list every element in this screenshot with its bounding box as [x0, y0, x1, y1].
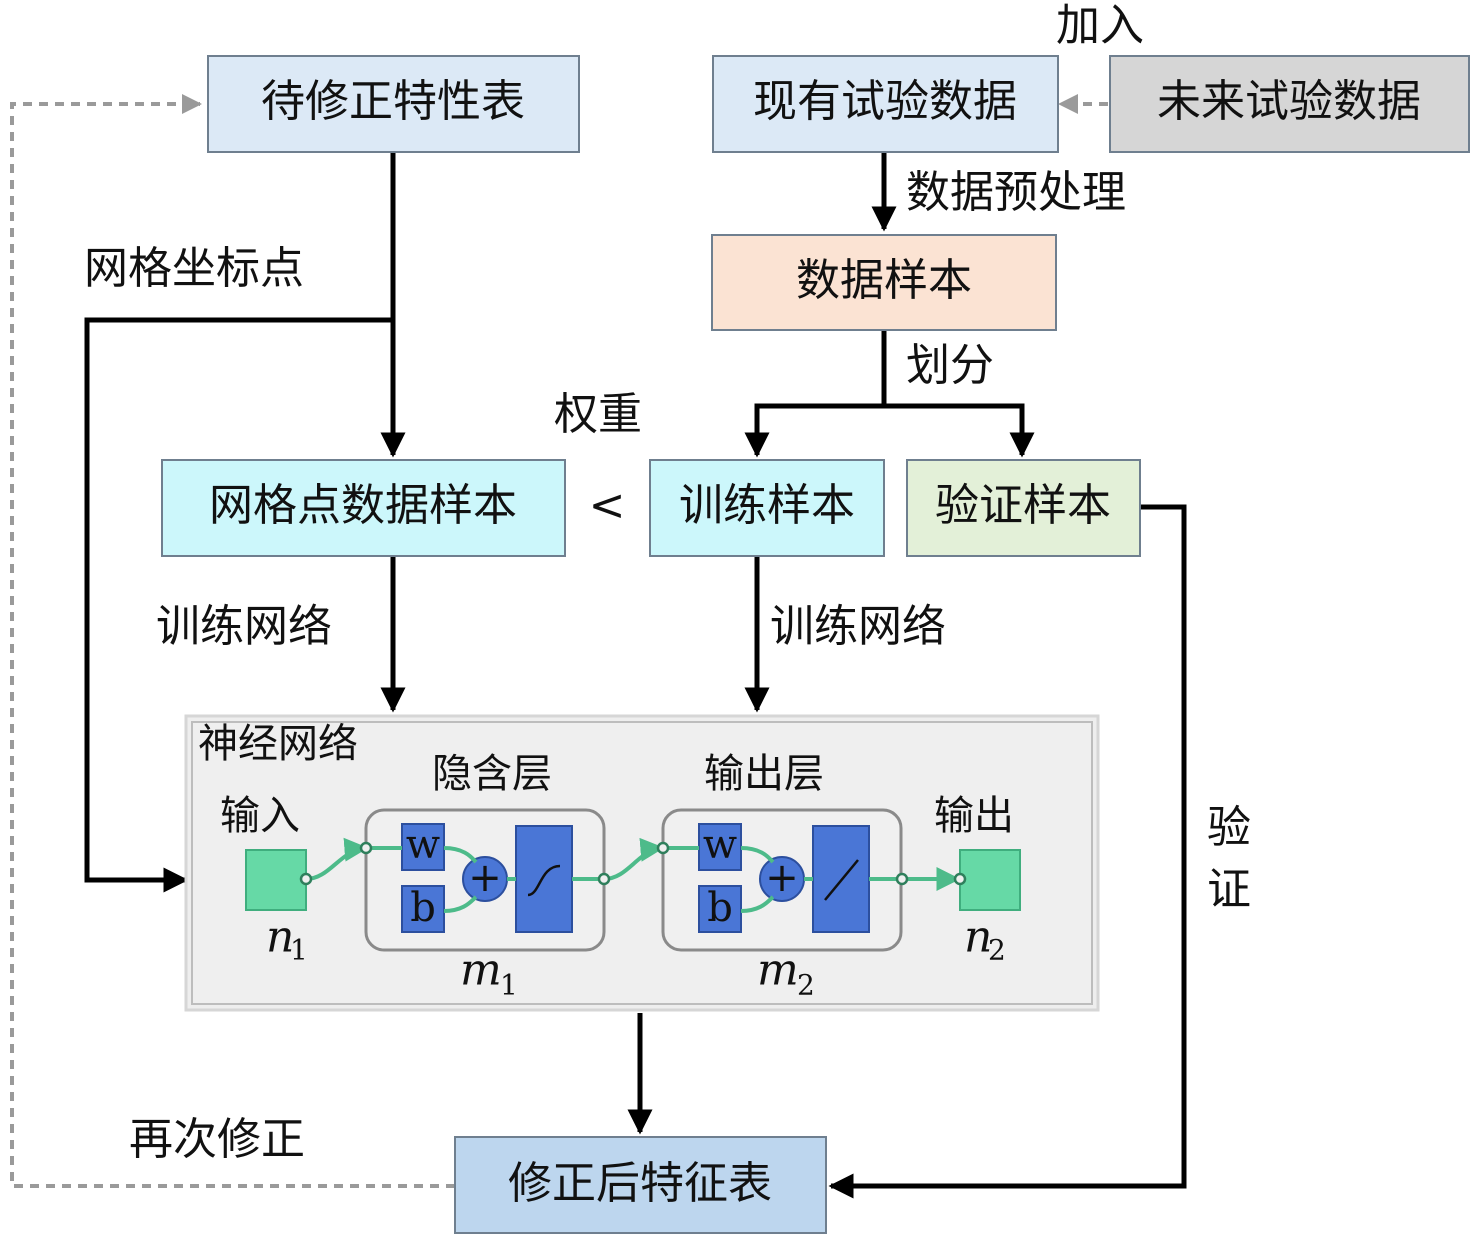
label-preprocess: 数据预处理: [906, 167, 1126, 218]
nn-label-m2: m 2: [757, 945, 815, 1002]
label-train-network-left: 训练网络: [156, 601, 332, 652]
svg-text:数据样本: 数据样本: [796, 255, 972, 306]
nn-output-node: [959, 849, 1021, 911]
arrow-split-to-validation: [884, 403, 1035, 458]
neural-network-panel: 神经网络 输入 隐含层 输出层 输出 w b + w b +: [184, 714, 1100, 1012]
svg-text:b: b: [410, 885, 436, 931]
nn-label-n1: n 1: [266, 912, 308, 967]
nn-connection-dots: [299, 841, 967, 886]
svg-text:n: n: [964, 912, 992, 963]
svg-text:1: 1: [290, 934, 308, 967]
label-recorrect: 再次修正: [129, 1114, 305, 1165]
box-existing-data: 现有试验数据: [712, 55, 1059, 153]
svg-text:w: w: [703, 822, 737, 868]
nn-hidden-weight-block: [401, 823, 445, 871]
svg-text:m: m: [460, 945, 502, 996]
box-train-samples: 训练样本: [649, 459, 885, 557]
box-data-samples: 数据样本: [711, 234, 1057, 331]
nn-label-m1: m 1: [460, 945, 518, 1002]
svg-text:修正后特征表: 修正后特征表: [508, 1158, 772, 1209]
linear-line: [824, 859, 859, 901]
box-future-data: 未来试验数据: [1109, 55, 1470, 153]
label-weight: 权重: [554, 389, 642, 440]
label-verify-1: 验: [1207, 802, 1251, 853]
nn-hidden-activation-sigmoid: [515, 825, 573, 933]
arrow-split-to-train: [744, 403, 884, 458]
sigmoid-curve: [527, 864, 561, 897]
label-less-than: <: [589, 480, 626, 531]
svg-text:+: +: [468, 855, 502, 901]
nn-label-n2: n 2: [964, 912, 1006, 967]
nn-hidden-layer-label: 隐含层: [432, 751, 552, 797]
svg-text:2: 2: [988, 934, 1006, 967]
label-add: 加入: [1056, 0, 1144, 51]
svg-text:未来试验数据: 未来试验数据: [1157, 76, 1421, 127]
nn-output-bias-block: [698, 885, 742, 933]
box-grid-samples: 网格点数据样本: [161, 459, 566, 557]
svg-text:+: +: [765, 855, 799, 901]
label-grid-coords: 网格坐标点: [84, 243, 304, 294]
nn-title: 神经网络: [198, 721, 358, 767]
svg-text:验证样本: 验证样本: [935, 480, 1111, 531]
svg-text:b: b: [707, 885, 733, 931]
arrow-grid-coords-to-input: [84, 317, 393, 893]
nn-input-node: [245, 849, 307, 911]
svg-text:1: 1: [500, 969, 518, 1002]
svg-text:w: w: [406, 822, 440, 868]
label-verify-2: 证: [1207, 864, 1251, 915]
nn-output-layer-label: 输出层: [704, 751, 824, 797]
nn-input-label: 输入: [220, 793, 300, 839]
svg-text:网格点数据样本: 网格点数据样本: [209, 480, 517, 531]
svg-text:n: n: [266, 912, 294, 963]
arrow-recorrect-loop-dashed: [10, 94, 455, 1188]
label-divide: 划分: [906, 340, 994, 391]
nn-output-label: 输出: [934, 793, 1014, 839]
box-corrected-table: 修正后特征表: [454, 1136, 827, 1234]
svg-text:现有试验数据: 现有试验数据: [753, 76, 1017, 127]
box-validation-samples: 验证样本: [906, 459, 1141, 557]
svg-text:训练样本: 训练样本: [679, 480, 855, 531]
box-table-to-correct: 待修正特性表: [207, 55, 580, 153]
label-train-network-right: 训练网络: [770, 601, 946, 652]
svg-text:待修正特性表: 待修正特性表: [261, 76, 525, 127]
svg-text:2: 2: [797, 969, 815, 1002]
svg-text:m: m: [757, 945, 799, 996]
arrow-validation-to-corrected: [828, 504, 1187, 1199]
